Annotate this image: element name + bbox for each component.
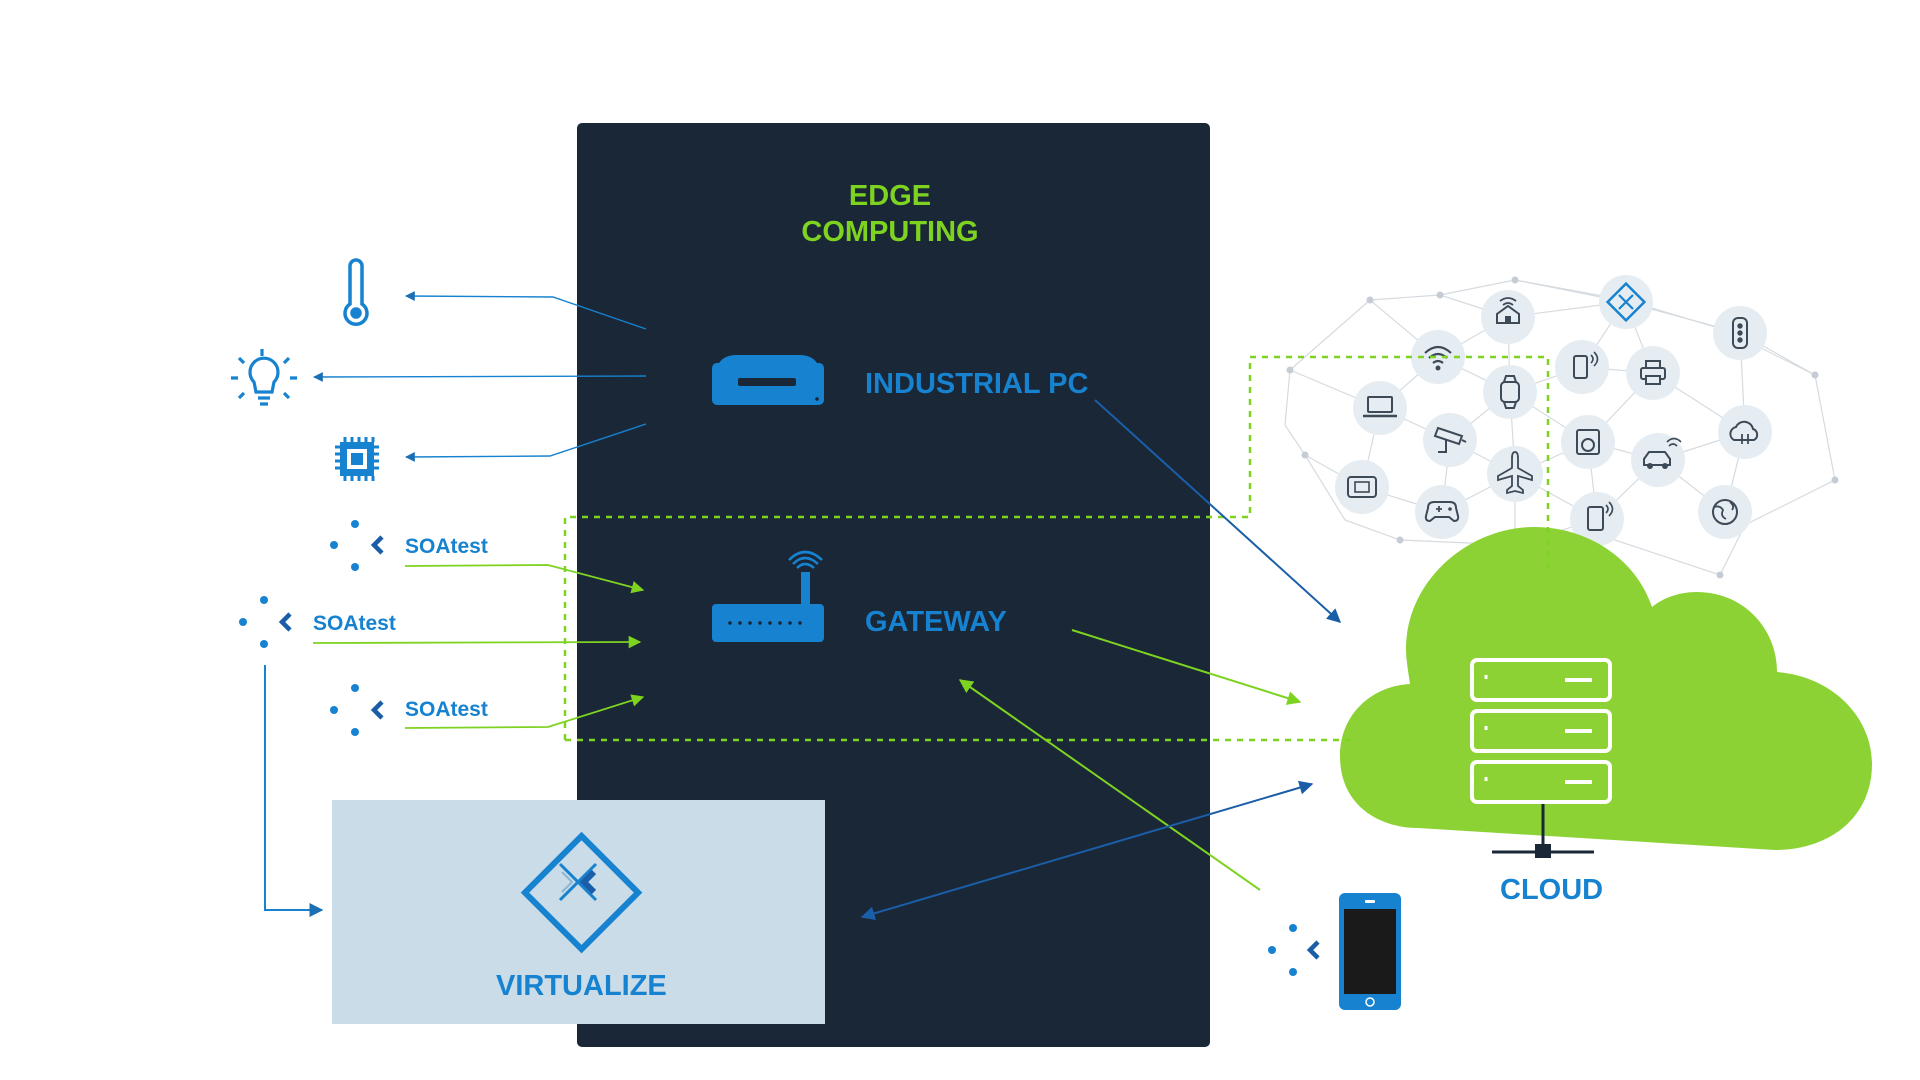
lightbulb-icon: [231, 349, 297, 406]
device-connectors: [313, 291, 647, 462]
soatest-label-1: SOAtest: [405, 535, 488, 558]
thermostat-icon: [1335, 460, 1389, 514]
smartphone-icon: [1339, 893, 1401, 1010]
edge-computing-title: EDGE COMPUTING: [760, 178, 1020, 250]
gateway-router-icon: [712, 550, 824, 642]
soatest-label-2: SOAtest: [313, 612, 396, 635]
phone-icon: [1555, 340, 1609, 394]
soatest-logo-icon-1: [330, 520, 384, 571]
soatest-connectors: [312, 564, 645, 729]
car-icon: [1631, 433, 1685, 487]
tablet-icon: [1570, 492, 1624, 546]
edge-title-line1: EDGE: [848, 180, 932, 212]
washer-icon: [1561, 415, 1615, 469]
smartwatch-icon: [1483, 365, 1537, 419]
printer-icon: [1626, 346, 1680, 400]
globe-icon: [1698, 485, 1752, 539]
gamepad-icon: [1415, 485, 1469, 539]
virtualize-logo-icon: [520, 831, 643, 954]
server-rack-icon: [1470, 658, 1612, 804]
industrial-pc-icon: [712, 355, 824, 405]
network-connector-icon: [1492, 804, 1594, 858]
virtualize-cloud-arrow: [860, 780, 1314, 921]
soatest-logo-icon-3: [330, 684, 384, 736]
virtualize-label: VIRTUALIZE: [496, 970, 667, 1002]
edge-title-line2: COMPUTING: [801, 216, 979, 248]
thermometer-icon: [343, 258, 369, 326]
soatest-to-virtualize-connector: [264, 665, 324, 917]
iot-devices: [1335, 275, 1772, 546]
cloud-label: CLOUD: [1500, 874, 1604, 906]
gateway-label: GATEWAY: [865, 606, 1007, 638]
gateway-to-cloud-arrow: [1071, 629, 1302, 705]
edge-boundary-dashed: [563, 355, 1550, 742]
soatest-label-3: SOAtest: [405, 698, 488, 721]
soatest-logo-icon-2: [239, 596, 292, 648]
cloud-sync-icon: [1718, 405, 1772, 459]
laptop-icon: [1353, 381, 1407, 435]
wifi-icon: [1411, 330, 1465, 384]
industrial-pc-label: INDUSTRIAL PC: [865, 368, 1089, 400]
chip-icon: [335, 437, 379, 481]
industrial-pc-to-cloud-arrow: [1094, 399, 1342, 623]
airplane-icon: [1487, 446, 1543, 502]
soatest-logo-icon-mobile: [1268, 924, 1320, 976]
